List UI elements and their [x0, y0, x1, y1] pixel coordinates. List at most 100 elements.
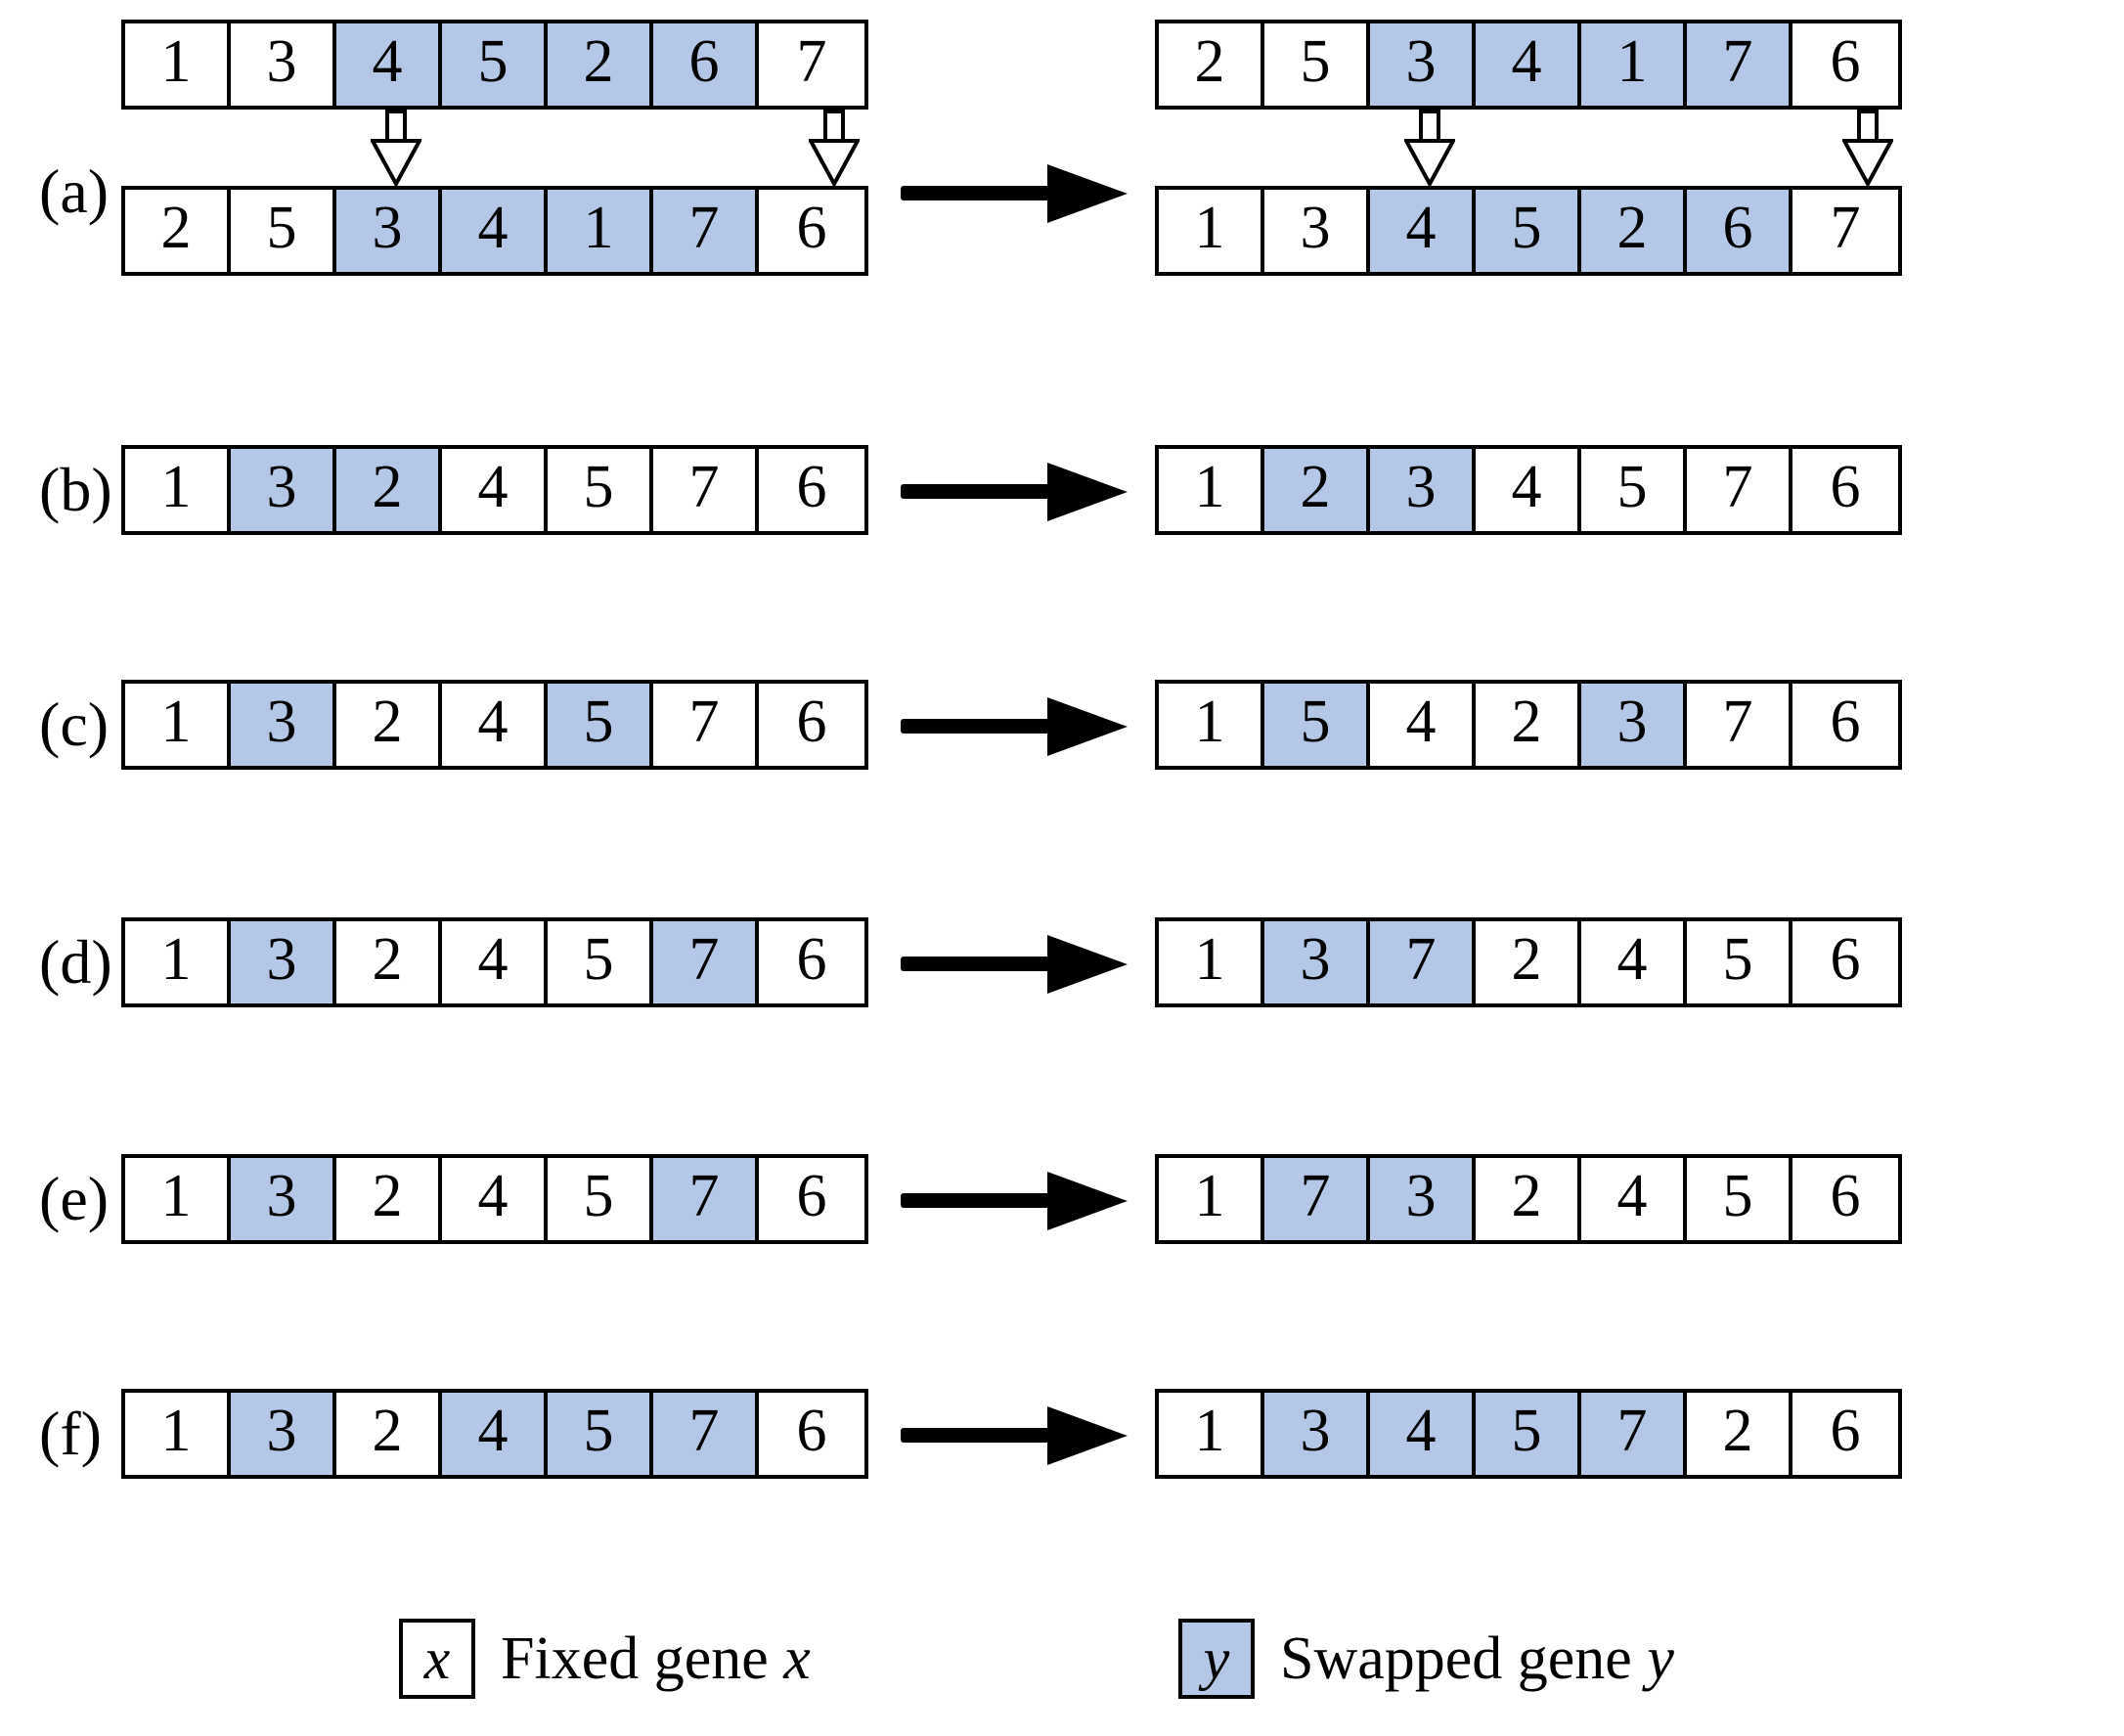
- gene-cell: 2: [1264, 449, 1370, 531]
- row-a-left-top-chromosome: 1 3 4 5 2 6 7: [121, 20, 868, 110]
- legend-label-fixed-prefix: Fixed gene: [501, 1625, 784, 1692]
- row-f-right-chromosome: 1 3 4 5 7 2 6: [1155, 1389, 1902, 1479]
- down-arrow-head: [1404, 139, 1455, 186]
- row-a-left-panel: 1 3 4 5 2 6 7 2 5 3: [121, 20, 868, 276]
- gene-cell: 6: [653, 23, 759, 106]
- gene-cell: 5: [548, 684, 653, 766]
- gene-cell: 2: [1476, 921, 1581, 1003]
- row-b-left-chromosome: 1 3 2 4 5 7 6: [121, 445, 868, 535]
- down-arrow-head: [371, 139, 421, 186]
- arrow-shaft: [901, 1428, 1065, 1443]
- gene-cell: 7: [1687, 23, 1792, 106]
- gene-cell: 5: [1476, 190, 1581, 272]
- gene-cell: 5: [1264, 684, 1370, 766]
- gene-cell: 1: [125, 449, 231, 531]
- transform-arrow-icon: [901, 933, 1128, 994]
- gene-cell: 5: [548, 921, 653, 1003]
- down-arrow-stem: [1857, 110, 1879, 143]
- gene-cell: 7: [1687, 684, 1792, 766]
- gene-cell: 2: [336, 921, 442, 1003]
- gene-cell: 7: [1687, 449, 1792, 531]
- gene-cell: 6: [759, 449, 864, 531]
- gene-cell: 3: [1264, 921, 1370, 1003]
- gene-cell: 6: [759, 1158, 864, 1240]
- gene-cell: 1: [1159, 449, 1264, 531]
- gene-cell: 6: [1792, 23, 1898, 106]
- gene-cell: 1: [1159, 190, 1264, 272]
- gene-cell: 1: [125, 1393, 231, 1475]
- gene-cell: 6: [759, 190, 864, 272]
- gene-cell: 6: [1687, 190, 1792, 272]
- gene-cell: 7: [653, 921, 759, 1003]
- gene-cell: 5: [548, 449, 653, 531]
- gene-cell: 2: [548, 23, 653, 106]
- gene-cell: 2: [336, 1393, 442, 1475]
- gene-cell: 7: [1792, 190, 1898, 272]
- arrow-shaft: [901, 719, 1065, 734]
- row-label-c: (c): [39, 690, 110, 759]
- arrow-head: [1047, 463, 1128, 521]
- legend-label-swapped-prefix: Swapped gene: [1280, 1625, 1648, 1692]
- gene-cell: 6: [759, 684, 864, 766]
- gene-cell: 4: [1476, 449, 1581, 531]
- gene-cell: 3: [1581, 684, 1687, 766]
- row-d: (d) 1 3 2 4 5 7 6 1 3 7 2 4 5 6: [39, 917, 1902, 1007]
- row-e: (e) 1 3 2 4 5 7 6 1 7 3 2 4 5 6: [39, 1154, 1902, 1244]
- gene-cell: 7: [653, 1158, 759, 1240]
- gene-cell: 3: [1264, 1393, 1370, 1475]
- row-c-left-chromosome: 1 3 2 4 5 7 6: [121, 680, 868, 770]
- gene-cell: 3: [1370, 449, 1476, 531]
- transform-arrow-icon: [901, 1404, 1128, 1465]
- legend-label-swapped: Swapped gene y: [1280, 1628, 1674, 1689]
- gene-cell: 5: [548, 1393, 653, 1475]
- down-arrow-icon: [1842, 110, 1893, 186]
- legend-swatch-fixed: x: [399, 1619, 475, 1699]
- legend-swatch-swapped: y: [1178, 1619, 1255, 1699]
- gene-cell: 1: [125, 684, 231, 766]
- down-arrow-icon: [371, 110, 421, 186]
- row-c: (c) 1 3 2 4 5 7 6 1 5 4 2 3 7 6: [39, 680, 1902, 770]
- gene-cell: 1: [125, 1158, 231, 1240]
- gene-cell: 7: [653, 1393, 759, 1475]
- gene-cell: 3: [1370, 1158, 1476, 1240]
- gene-cell: 3: [231, 1158, 336, 1240]
- gene-cell: 4: [336, 23, 442, 106]
- gene-cell: 4: [442, 684, 548, 766]
- gene-cell: 3: [231, 684, 336, 766]
- arrow-shaft: [901, 957, 1065, 971]
- gene-cell: 5: [548, 1158, 653, 1240]
- gene-cell: 5: [1581, 449, 1687, 531]
- down-arrow-stem: [823, 110, 845, 143]
- gene-cell: 5: [1687, 921, 1792, 1003]
- gene-cell: 1: [1581, 23, 1687, 106]
- gene-cell: 2: [1159, 23, 1264, 106]
- legend-label-fixed-symbol: x: [783, 1625, 811, 1692]
- gene-cell: 6: [759, 921, 864, 1003]
- row-label-d: (d): [39, 927, 112, 997]
- arrow-head: [1047, 697, 1128, 756]
- transform-arrow-icon: [901, 1170, 1128, 1230]
- transform-arrow-icon: [901, 461, 1128, 521]
- gene-cell: 7: [759, 23, 864, 106]
- down-arrow-icon: [809, 110, 860, 186]
- row-label-a: (a): [39, 156, 110, 226]
- gene-cell: 6: [1792, 921, 1898, 1003]
- gene-cell: 3: [231, 449, 336, 531]
- transform-arrow-icon: [901, 162, 1128, 223]
- gene-cell: 4: [442, 449, 548, 531]
- gene-cell: 4: [442, 921, 548, 1003]
- gene-cell: 3: [231, 921, 336, 1003]
- gene-cell: 5: [442, 23, 548, 106]
- row-a-left-bottom-chromosome: 2 5 3 4 1 7 6: [121, 186, 868, 276]
- arrow-shaft: [901, 484, 1065, 499]
- gene-cell: 4: [1581, 1158, 1687, 1240]
- legend-swapped-gene: y Swapped gene y: [1178, 1619, 1674, 1699]
- gene-cell: 5: [1476, 1393, 1581, 1475]
- gene-cell: 1: [125, 23, 231, 106]
- gene-cell: 4: [442, 1393, 548, 1475]
- row-f-left-chromosome: 1 3 2 4 5 7 6: [121, 1389, 868, 1479]
- gene-cell: 4: [1370, 190, 1476, 272]
- arrow-head: [1047, 164, 1128, 223]
- row-a-right-panel: 2 5 3 4 1 7 6 1 3 4: [1155, 20, 1902, 276]
- row-c-right-chromosome: 1 5 4 2 3 7 6: [1155, 680, 1902, 770]
